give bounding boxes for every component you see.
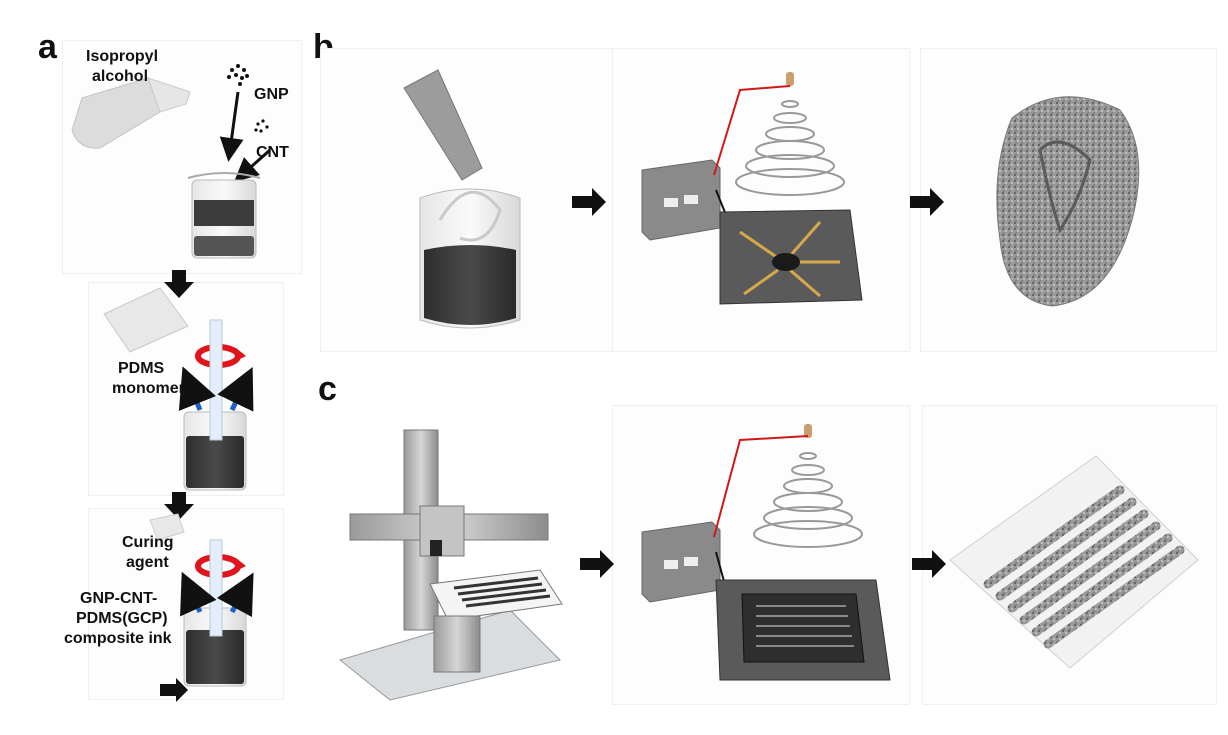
pouring-beaker-icon — [103, 287, 189, 353]
panel-label-c: c — [318, 370, 337, 408]
cnt-arrow — [234, 148, 271, 182]
printer-3d-icon — [338, 429, 563, 701]
power-supply-icon — [641, 159, 721, 241]
dispensing-beaker-icon — [419, 188, 521, 329]
flask-icon — [71, 77, 191, 149]
ink-label-line1: GNP-CNT- — [80, 590, 158, 607]
cnt-label: CNT — [256, 144, 289, 161]
panel-label-a: a — [38, 28, 57, 66]
pdms-label-line1: PDMS — [118, 360, 165, 377]
arrow-c1 — [580, 550, 614, 578]
down-arrow-2 — [164, 492, 194, 520]
beaker-icon — [187, 172, 261, 259]
gnp-arrow — [219, 91, 244, 162]
gnp-particles-icon — [227, 64, 249, 86]
cnt-particles-icon — [254, 119, 269, 133]
ear-icon — [996, 96, 1140, 307]
coil-icon — [735, 72, 845, 196]
isopropyl-label-line1: Isopropyl — [86, 48, 159, 65]
arrow-b2 — [910, 188, 944, 216]
curing-label-line2: agent — [126, 554, 169, 571]
down-arrow-1 — [164, 270, 194, 298]
ink-label-line3: composite ink — [64, 630, 172, 647]
arrow-b1 — [572, 188, 606, 216]
ink-pointer-arrow — [160, 678, 188, 702]
isopropyl-label-line2: alcohol — [92, 68, 149, 85]
stage-plate-icon — [719, 209, 863, 305]
arrow-c2 — [912, 550, 946, 578]
spatula-icon — [403, 69, 483, 181]
curing-label-line1: Curing — [122, 534, 174, 551]
curing-bottle-icon — [149, 513, 185, 541]
stirrer-beaker-icon — [178, 319, 254, 491]
gnp-label: GNP — [254, 86, 289, 103]
sensor-array-icon — [949, 455, 1199, 669]
pdms-label-line2: monomer — [112, 380, 185, 397]
power-supply-icon-c — [641, 521, 721, 603]
coil-icon-c — [753, 424, 863, 548]
wire-red-c — [713, 435, 809, 538]
ink-beaker-icon — [180, 539, 254, 687]
stage-plate-c-icon — [715, 579, 891, 681]
ink-label-line2: PDMS(GCP) — [76, 610, 168, 627]
wire-red-b — [713, 85, 791, 176]
